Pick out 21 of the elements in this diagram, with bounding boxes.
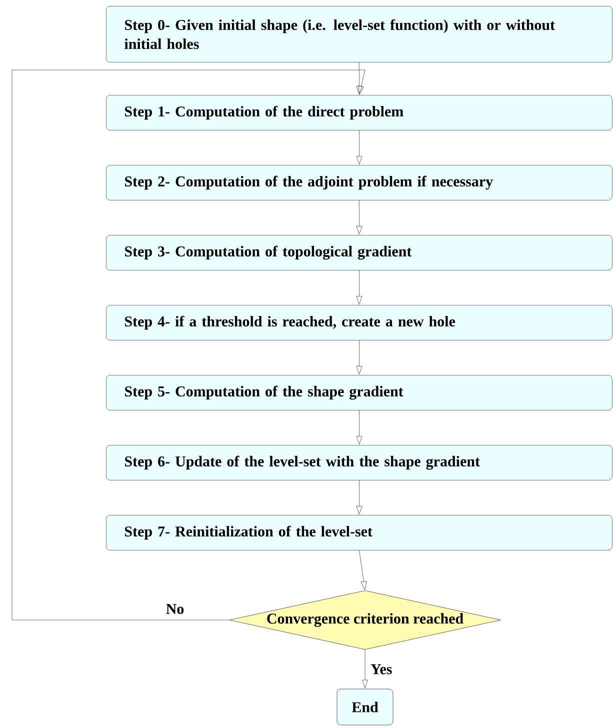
arrow	[356, 270, 362, 305]
arrow	[356, 410, 362, 445]
arrow	[356, 340, 362, 375]
arrow	[356, 200, 362, 235]
process-box: Step 0- Given initial shape (i.e. level-set function) with or without initial holes	[106, 6, 612, 62]
arrow	[362, 650, 368, 688]
arrow	[356, 480, 362, 515]
edge-label: No	[166, 604, 184, 614]
process-box: Step 2- Computation of the adjoint problem if necessary	[106, 165, 612, 200]
arrow	[356, 130, 362, 165]
end-box: End	[336, 688, 394, 726]
process-box: Step 5- Computation of the shape gradient	[106, 375, 612, 410]
process-box: Step 1- Computation of the direct problem	[106, 95, 612, 130]
process-box: Step 3- Computation of topological gradient	[106, 235, 612, 270]
arrow	[356, 62, 362, 95]
arrow	[12, 70, 366, 620]
arrow	[359, 550, 367, 590]
edge-label: Yes	[370, 664, 392, 674]
process-box: Step 6- Update of the level-set with the shape gradient	[106, 445, 612, 480]
process-box: Step 7- Reinitialization of the level-set	[106, 515, 612, 550]
process-box: Step 4- if a threshold is reached, create a new hole	[106, 305, 612, 340]
